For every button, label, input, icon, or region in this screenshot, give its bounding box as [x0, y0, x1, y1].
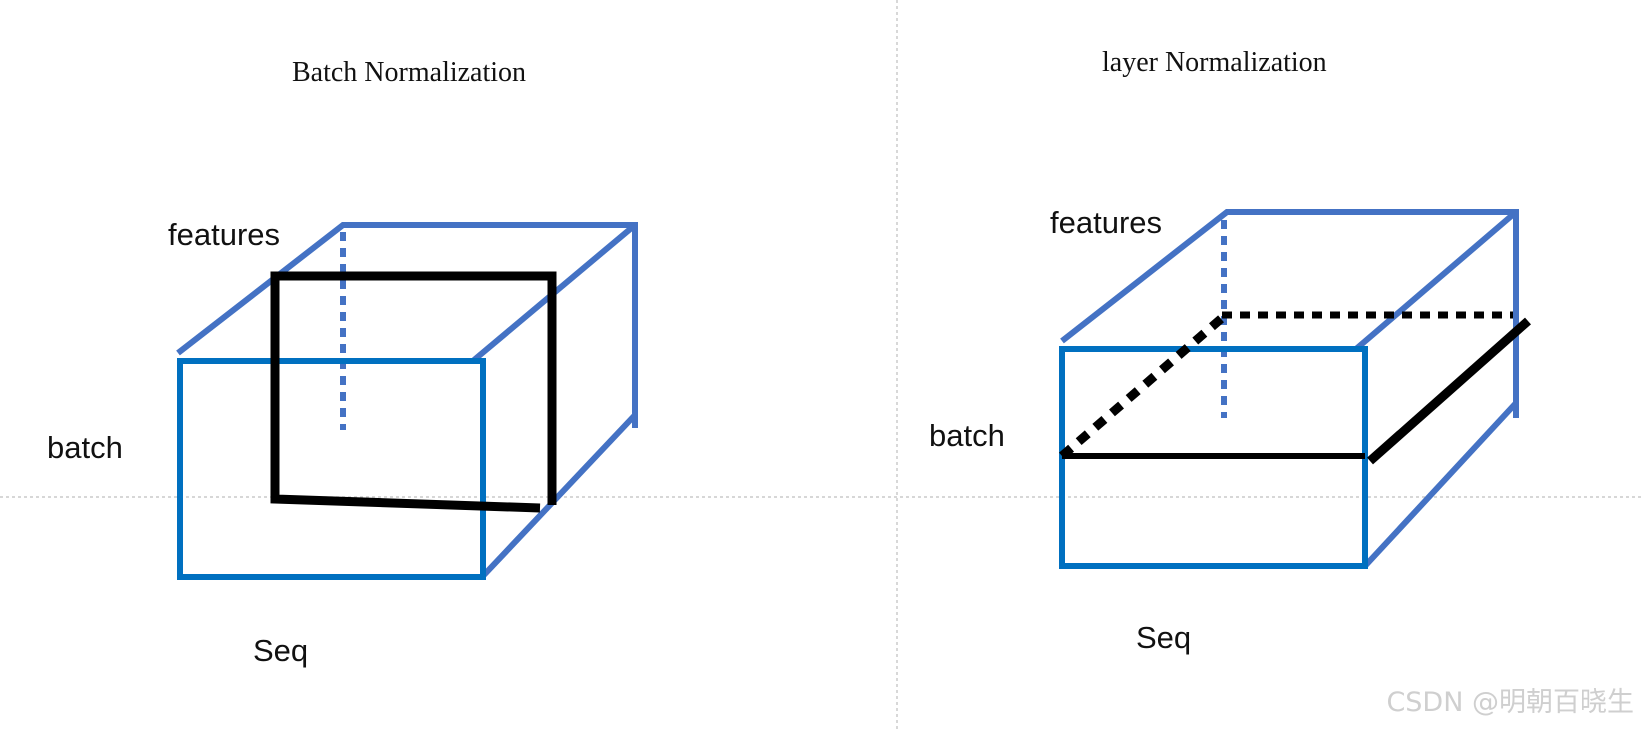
cube-right-top-edge [1354, 209, 1518, 352]
layer-norm-batch-label: batch [929, 418, 1005, 453]
layer-norm-seq-label: Seq [1136, 620, 1191, 655]
layer-norm-title: layer Normalization [1102, 47, 1327, 78]
batch-norm-batch-label: batch [47, 430, 123, 465]
layer-norm-panel: layer Normalization features batch Seq [929, 47, 1531, 655]
batch-norm-seq-label: Seq [253, 633, 308, 668]
batch-norm-cube [176, 222, 638, 580]
cube-front-face [177, 358, 486, 580]
layer-norm-dotted-diagonal [1059, 314, 1225, 460]
cube-top-back-edges [176, 222, 638, 428]
batch-norm-slice [270, 271, 557, 513]
csdn-watermark: CSDN @明朝百晓生 [1386, 687, 1634, 718]
layer-norm-features-label: features [1050, 205, 1162, 240]
batch-norm-features-label: features [168, 217, 280, 252]
cube-top-back-edges [1060, 209, 1519, 418]
batch-norm-panel: Batch Normalization features batch Seq [47, 57, 638, 668]
batch-norm-title: Batch Normalization [292, 57, 526, 88]
layer-norm-side-line [1367, 317, 1531, 465]
cube-right-bottom-edge [1362, 400, 1519, 569]
cube-right-bottom-edge [480, 412, 638, 579]
